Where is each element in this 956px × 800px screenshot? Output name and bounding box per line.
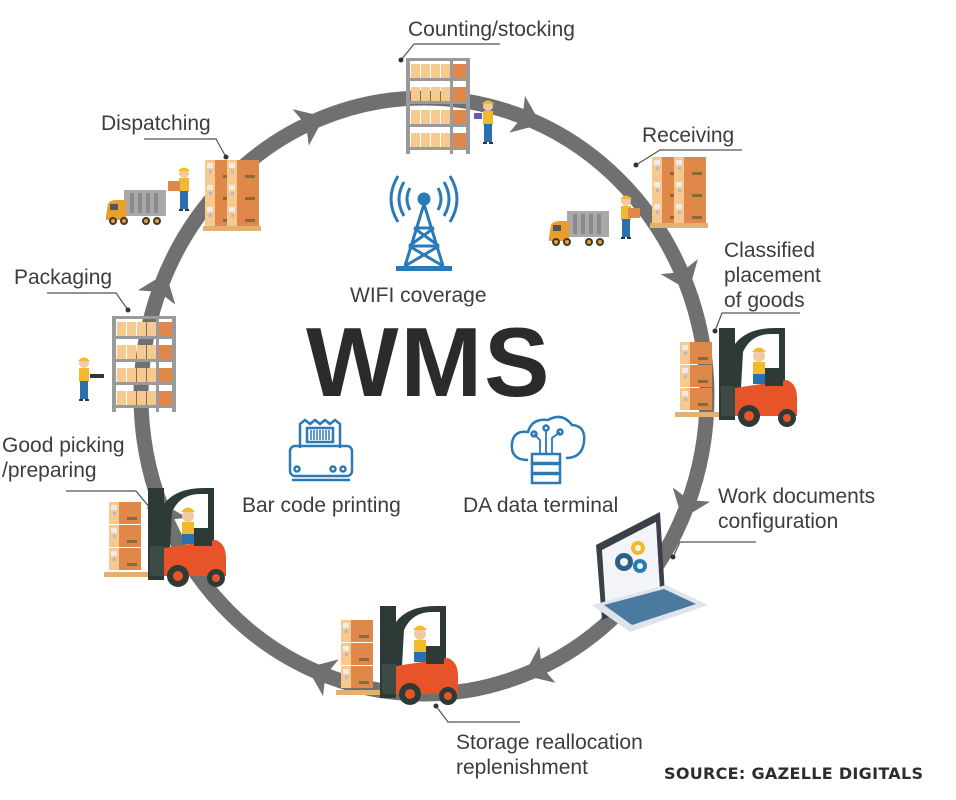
flow-arrow-icon [672, 487, 711, 519]
label-line: /preparing [2, 459, 97, 482]
step-label-dispatching: Dispatching [101, 112, 211, 135]
illustration-counting-stocking [406, 58, 494, 154]
illustration-storage-reallocation [336, 606, 458, 705]
label-line: Storage reallocation [456, 731, 643, 754]
step-label-classified-placement: Classified placement of goods [724, 238, 821, 313]
source-credit: SOURCE: GAZELLE DIGITALS [664, 764, 924, 783]
flow-arrow-icon [292, 109, 325, 146]
flow-arrows [137, 95, 711, 697]
step-label-packaging: Packaging [14, 266, 113, 289]
label-line: Good picking [2, 434, 125, 457]
feature-label-barcode: Bar code printing [242, 494, 401, 517]
illustration-good-picking [104, 488, 226, 587]
flow-arrow-icon [306, 659, 339, 697]
diagram-title: WMS [306, 307, 552, 417]
label-line: placement [724, 264, 821, 287]
step-label-receiving: Receiving [642, 124, 735, 147]
cloud-server-icon [510, 415, 586, 485]
step-label-counting-stocking: Counting/stocking [408, 18, 575, 41]
illustration-receiving [549, 157, 708, 246]
radio-tower-icon [389, 175, 459, 271]
label-line: of goods [724, 289, 805, 312]
illustration-work-documents-laptop [592, 512, 708, 632]
flow-arrow-icon [509, 95, 542, 133]
illustration-dispatching [106, 160, 261, 231]
label-line: configuration [718, 510, 839, 533]
barcode-printer-icon [288, 418, 354, 482]
label-line: Work documents [718, 485, 876, 508]
step-label-work-documents: Work documents configuration [718, 484, 875, 534]
leader-lines [47, 43, 800, 723]
flow-arrow-icon [137, 273, 176, 305]
flow-arrow-icon [660, 259, 698, 291]
flow-arrow-icon [523, 646, 556, 683]
step-label-good-picking: Good picking /preparing [2, 433, 125, 483]
label-line: Classified [724, 239, 816, 262]
feature-label-wifi: WIFI coverage [350, 284, 487, 307]
label-line: replenishment [456, 756, 588, 779]
illustration-classified-placement [675, 328, 797, 427]
illustration-packaging [78, 316, 176, 412]
feature-label-data-terminal: DA data terminal [463, 494, 619, 517]
step-label-storage-reallocation: Storage reallocation replenishment [456, 730, 643, 780]
